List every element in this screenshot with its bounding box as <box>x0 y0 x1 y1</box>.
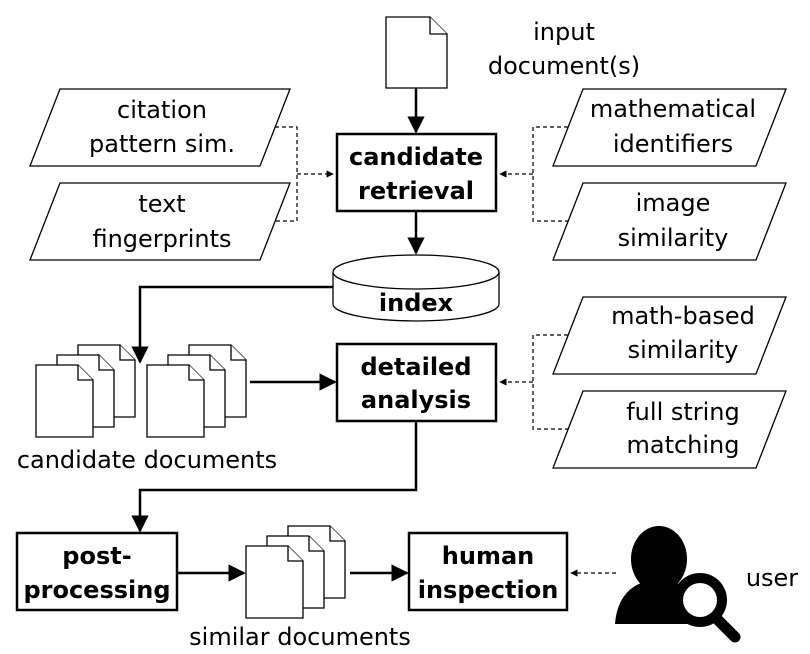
full-string-matching-node: full string matching <box>552 390 787 469</box>
citation-pattern-label-1: citation <box>117 96 207 124</box>
post-processing-node: post- processing <box>15 531 179 612</box>
full-string-matching-label-1: full string <box>626 398 740 426</box>
mathematical-identifiers-label-2: identifiers <box>613 130 733 158</box>
similar-documents-label: similar documents <box>189 623 411 651</box>
detailed-analysis-node: detailed analysis <box>335 342 498 423</box>
text-fingerprints-node: text fingerprints <box>29 182 291 261</box>
candidate-retrieval-label-1: candidate <box>349 143 483 171</box>
citation-pattern-label-2: pattern sim. <box>89 130 235 158</box>
candidate-retrieval-node: candidate retrieval <box>335 132 498 213</box>
input-document-icon <box>385 16 448 89</box>
mathematical-identifiers-node: mathematical identifiers <box>552 88 787 167</box>
index-database-icon: index <box>332 254 500 322</box>
image-similarity-label-2: similarity <box>618 224 729 252</box>
input-document-label-2: document(s) <box>488 52 640 80</box>
math-based-similarity-node: math-based similarity <box>552 296 787 375</box>
arrow-index-to-candidates <box>131 285 333 364</box>
math-based-similarity-label-2: similarity <box>628 336 739 364</box>
index-label: index <box>379 289 454 317</box>
citation-pattern-node: citation pattern sim. <box>29 88 291 167</box>
similar-documents-icon <box>245 525 346 619</box>
detailed-analysis-label-2: analysis <box>361 386 471 414</box>
user-search-icon <box>615 526 741 643</box>
human-inspection-label-2: inspection <box>418 576 559 604</box>
math-based-similarity-label-1: math-based <box>611 302 755 330</box>
candidate-retrieval-label-2: retrieval <box>358 177 474 205</box>
text-fingerprints-label-2: fingerprints <box>92 225 231 253</box>
full-string-matching-label-2: matching <box>626 431 739 459</box>
mathematical-identifiers-label-1: mathematical <box>590 95 756 123</box>
human-inspection-label-1: human <box>442 542 534 570</box>
post-processing-label-1: post- <box>62 542 131 570</box>
input-document-label-1: input <box>533 18 595 46</box>
image-similarity-node: image similarity <box>552 182 787 261</box>
detailed-analysis-label-1: detailed <box>360 353 471 381</box>
candidate-documents-icon <box>35 344 247 438</box>
human-inspection-node: human inspection <box>407 531 569 612</box>
dashed-connectors <box>275 126 616 577</box>
candidate-documents-label: candidate documents <box>17 446 277 474</box>
user-label: user <box>746 564 798 592</box>
image-similarity-label-1: image <box>636 189 711 217</box>
post-processing-label-2: processing <box>23 576 170 604</box>
arrow-analysis-to-postprocessing <box>131 421 418 533</box>
text-fingerprints-label-1: text <box>138 190 185 218</box>
